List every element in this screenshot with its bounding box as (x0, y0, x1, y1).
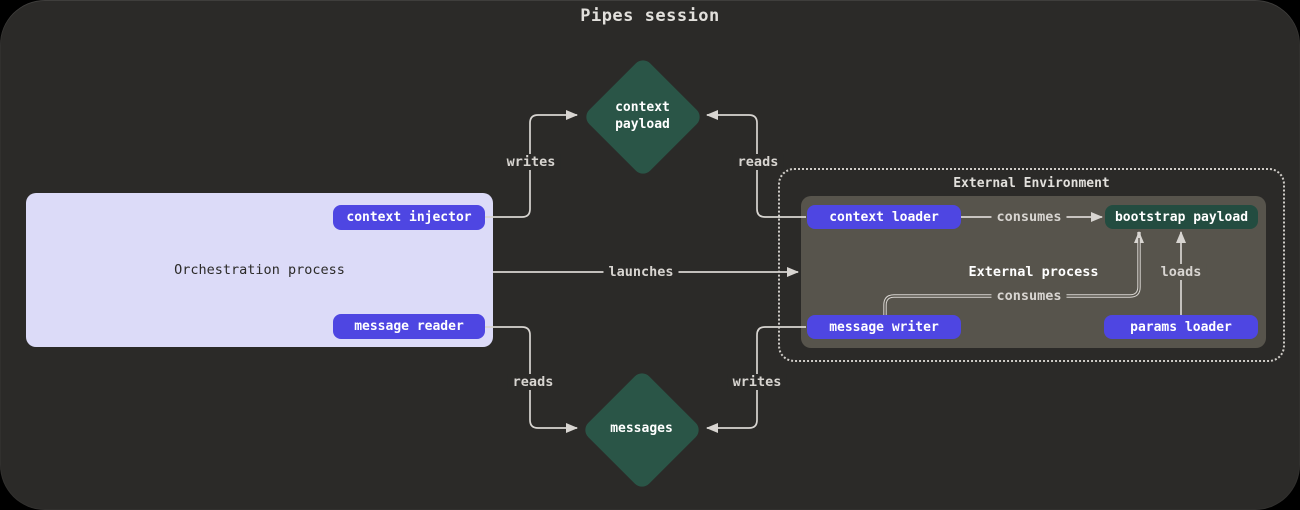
edge-label-writes-bottom: writes (727, 374, 787, 390)
diagram-title: Pipes session (580, 6, 720, 26)
edge-label-writes-top: writes (501, 154, 561, 170)
orchestration-process-label: Orchestration process (174, 262, 345, 278)
context-injector-chip: context injector (333, 205, 485, 230)
params-loader-chip: params loader (1104, 315, 1258, 339)
context-loader-chip: context loader (807, 205, 961, 229)
edge-label-consumes-top: consumes (991, 209, 1067, 225)
edge-label-consumes-bottom: consumes (991, 288, 1067, 304)
edge-label-loads: loads (1155, 264, 1207, 280)
messages-node: messages (580, 368, 703, 491)
context-payload-label: context payload (615, 100, 670, 132)
bootstrap-payload-chip: bootstrap payload (1105, 205, 1258, 229)
edge-label-reads-top: reads (732, 154, 784, 170)
edge-label-reads-bottom: reads (507, 374, 559, 390)
message-writer-chip: message writer (807, 315, 961, 339)
orchestration-process-node: Orchestration process context injector m… (26, 193, 493, 347)
external-environment-group: External Environment External process co… (778, 168, 1285, 362)
external-environment-label: External Environment (953, 176, 1110, 191)
context-payload-node: context payload (581, 55, 704, 178)
message-reader-chip: message reader (333, 314, 485, 339)
messages-label: messages (610, 421, 673, 437)
edge-label-launches: launches (603, 264, 679, 280)
